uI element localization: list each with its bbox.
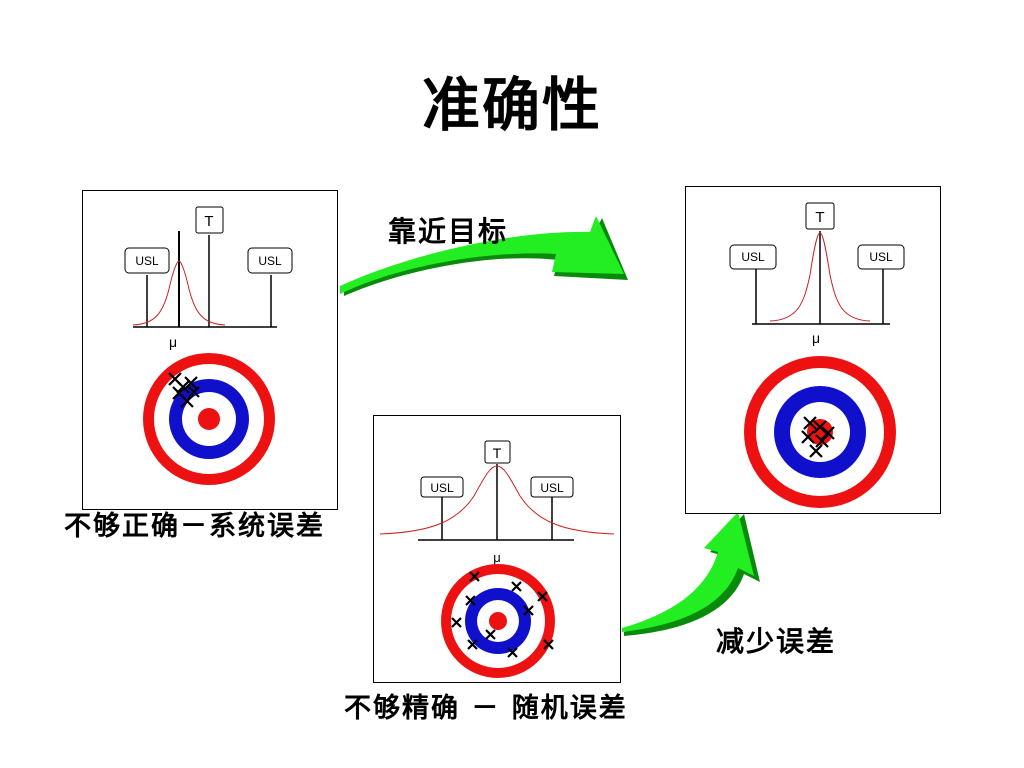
usl-right-label: USL: [540, 481, 564, 495]
panel-random-error: USL USL T μ: [373, 415, 621, 683]
mean-label: μ: [169, 334, 177, 350]
caption-toward-target: 靠近目标: [388, 215, 509, 248]
mean-label: μ: [493, 550, 501, 565]
panel-systematic-error-graphic: USL USL T μ: [124, 206, 293, 485]
usl-left-box: [124, 247, 170, 274]
usl-left-label: USL: [430, 481, 454, 495]
bullseye-target: [143, 353, 275, 485]
caption-random-error: 不够精确 － 随机误差: [344, 693, 628, 724]
usl-right-box: [857, 244, 905, 270]
target-box: [195, 206, 224, 234]
usl-left-label: USL: [135, 254, 159, 268]
distribution-curve: [379, 465, 615, 535]
target-box: [484, 440, 511, 464]
usl-left-label: USL: [741, 250, 765, 264]
hit-marks: [168, 372, 200, 408]
distribution-curve: [132, 260, 226, 326]
target-label: T: [493, 445, 502, 461]
bullseye-target: [744, 356, 896, 508]
hit-marks: [451, 571, 554, 658]
target-box: [805, 202, 835, 230]
panel-on-target: USL USL T μ: [685, 186, 941, 514]
usl-left-box: [729, 244, 777, 270]
arrow-toward-target: [340, 216, 628, 296]
arrow-reduce-error: [622, 512, 760, 636]
caption-reduce-error: 减少误差: [716, 625, 837, 658]
target-label: T: [204, 213, 213, 230]
target-label: T: [815, 209, 824, 226]
caption-systematic-error: 不够正确－系统误差: [64, 511, 325, 542]
usl-right-box: [530, 476, 574, 498]
usl-right-box: [247, 247, 293, 274]
mean-label: μ: [812, 330, 820, 346]
panel-systematic-error: USL USL T μ: [82, 190, 338, 510]
slide-title: 准确性: [421, 71, 602, 139]
usl-right-label: USL: [869, 250, 893, 264]
distribution-curve: [769, 232, 871, 322]
hit-marks: [801, 416, 835, 458]
usl-left-box: [420, 476, 464, 498]
usl-right-label: USL: [258, 254, 282, 268]
panel-random-error-graphic: USL USL T μ: [379, 440, 615, 678]
panel-on-target-graphic: USL USL T μ: [729, 202, 905, 508]
